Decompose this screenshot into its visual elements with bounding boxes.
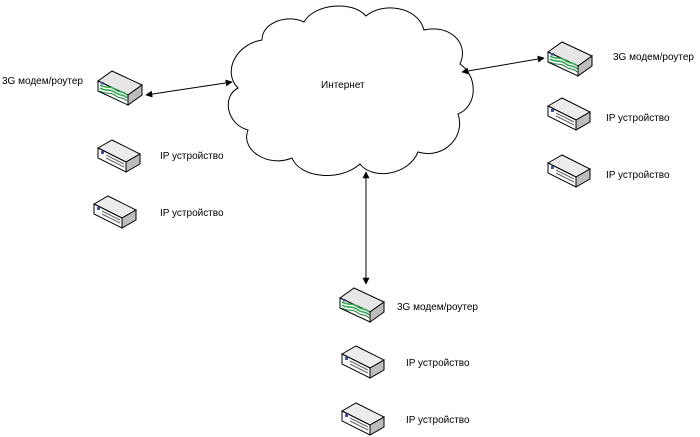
cloud-label: Интернет — [321, 80, 365, 91]
ip-device-left-2-icon — [93, 195, 137, 229]
router-left-icon — [97, 70, 143, 106]
router-right-icon — [547, 41, 593, 77]
ip-device-left-1-label: IP устройство — [160, 151, 224, 162]
router-right-label: 3G модем/роутер — [613, 52, 694, 63]
ip-device-right-2-label: IP устройство — [606, 170, 670, 181]
ip-device-right-1-icon — [547, 97, 591, 131]
ip-device-right-2-icon — [547, 154, 591, 188]
link-right — [461, 55, 545, 75]
ip-device-bottom-2-label: IP устройство — [406, 415, 470, 426]
ip-device-left-2-label: IP устройство — [160, 208, 224, 219]
ip-device-bottom-2-icon — [341, 402, 385, 436]
ip-device-right-1-label: IP устройство — [606, 113, 670, 124]
ip-device-left-1-icon — [97, 139, 141, 173]
router-bottom-label: 3G модем/роутер — [397, 302, 478, 313]
router-bottom-icon — [339, 287, 385, 323]
internet-cloud — [227, 5, 474, 176]
ip-device-bottom-1-icon — [341, 345, 385, 379]
link-left — [145, 79, 233, 98]
router-left-label: 3G модем/роутер — [2, 76, 83, 87]
ip-device-bottom-1-label: IP устройство — [406, 358, 470, 369]
